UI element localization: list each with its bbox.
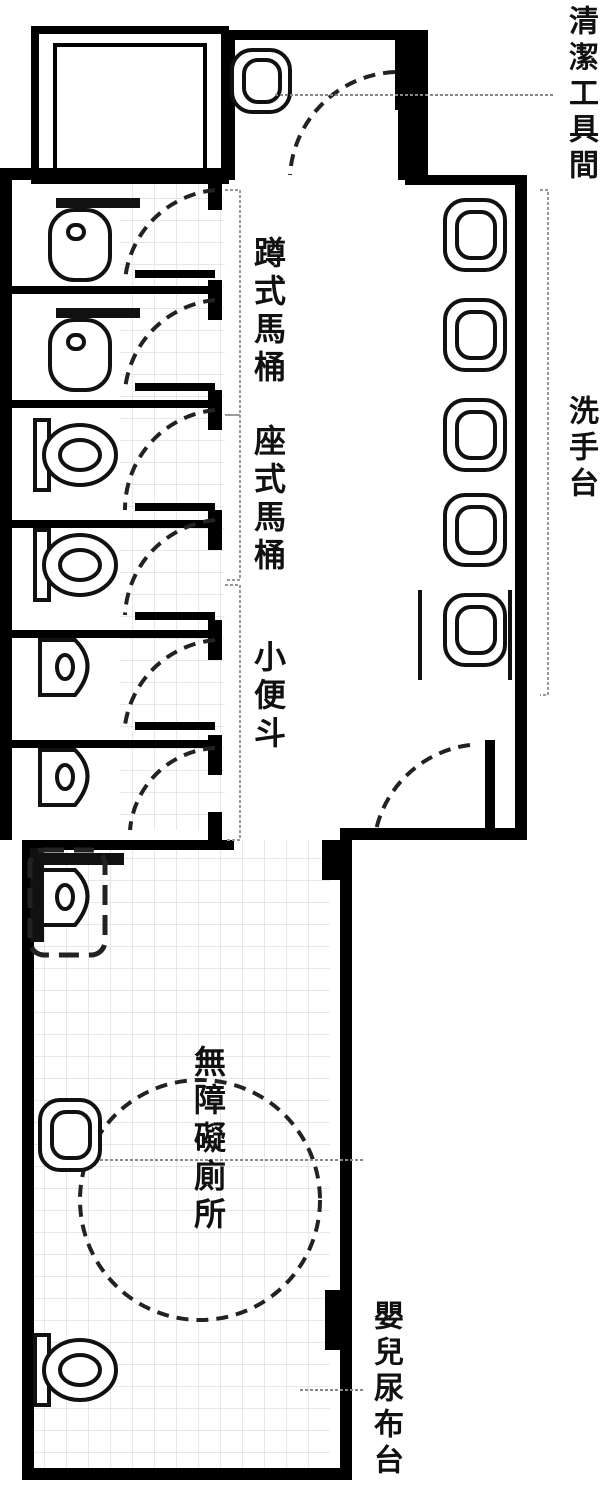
group-brackets <box>225 189 549 841</box>
stall-partitions <box>12 180 222 840</box>
cleaning-room <box>31 26 428 184</box>
urinal-icon <box>30 638 124 942</box>
outer-walls <box>0 120 527 1480</box>
sink-icon <box>38 48 512 1172</box>
cleaning-room-label: 清潔工具間 <box>563 5 598 185</box>
wash-basin-label: 洗手台 <box>563 395 598 503</box>
leader-lines <box>100 94 555 1391</box>
seated-toilet-label: 座式馬桶 <box>249 424 287 576</box>
diaper-table-label: 嬰兒尿布台 <box>368 1300 403 1480</box>
accessible-restroom-label: 無障礙廁所 <box>189 1045 227 1235</box>
seated-toilet-icon <box>33 418 118 1407</box>
squat-toilet-icon <box>48 198 140 392</box>
urinal-label: 小便斗 <box>249 640 287 754</box>
door-swing-icon <box>78 70 471 1322</box>
diaper-table-outline <box>27 847 108 958</box>
squat-toilet-label: 蹲式馬桶 <box>249 236 287 388</box>
